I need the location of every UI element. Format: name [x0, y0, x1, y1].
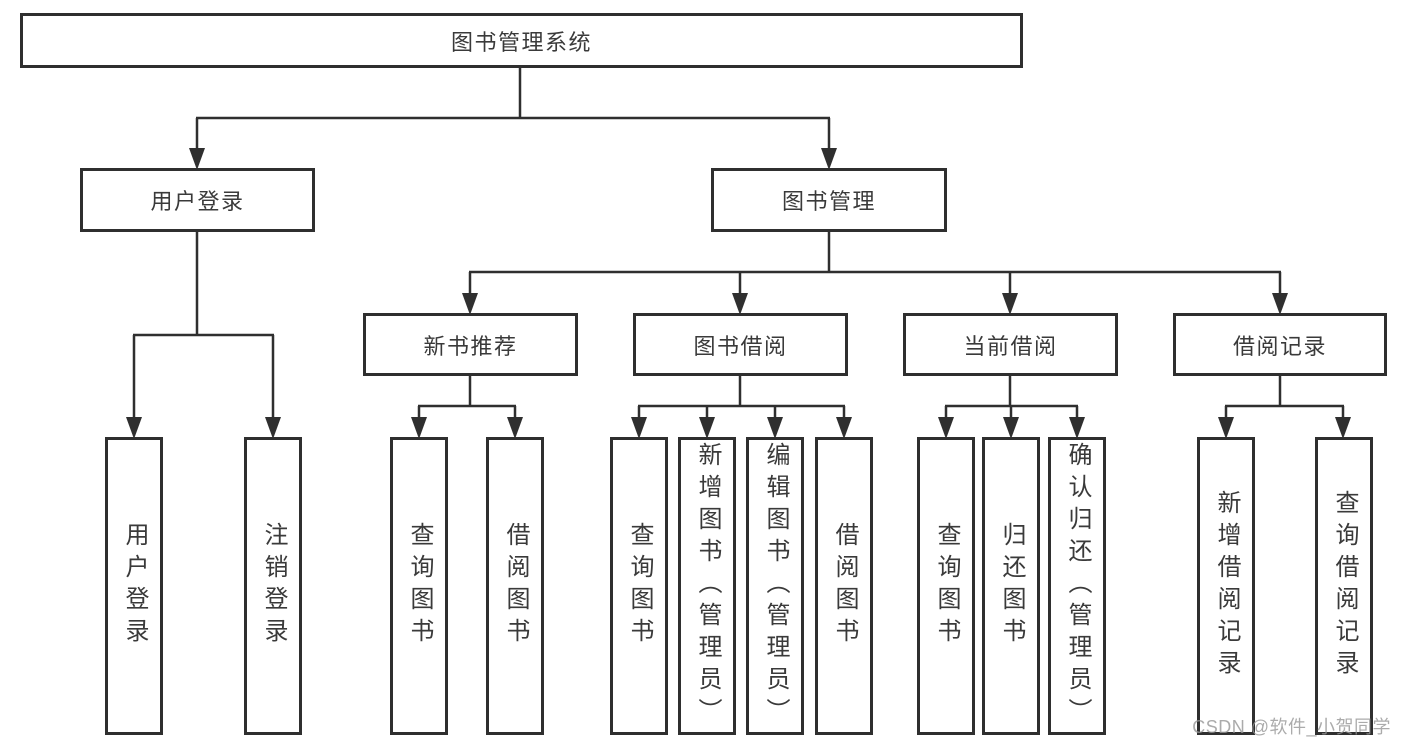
node-label: 用户登录	[150, 189, 245, 214]
node-library-management-system: 图书管理系统	[20, 13, 1023, 68]
leaf-label: 查询借阅记录	[1331, 490, 1358, 682]
leaf-query-borrow-record: 查询借阅记录	[1315, 437, 1373, 735]
node-book-management: 图书管理	[711, 168, 947, 232]
leaf-label: 新增图书（管理员）	[694, 442, 721, 730]
node-label: 图书管理	[781, 189, 876, 214]
leaf-logout: 注销登录	[244, 437, 302, 735]
node-label: 新书推荐	[423, 333, 518, 359]
leaf-query-book-borrowing: 查询图书	[610, 437, 668, 735]
node-label: 图书管理系统	[450, 29, 592, 55]
node-book-borrowing: 图书借阅	[633, 313, 848, 376]
leaf-label: 借阅图书	[502, 522, 529, 650]
node-new-book-recommend: 新书推荐	[363, 313, 578, 376]
leaf-label: 确认归还（管理员）	[1064, 442, 1091, 730]
leaf-label: 归还图书	[998, 522, 1025, 650]
leaf-label: 查询图书	[406, 522, 433, 650]
node-user-login: 用户登录	[80, 168, 315, 232]
leaf-add-borrow-record: 新增借阅记录	[1197, 437, 1255, 735]
csdn-watermark: CSDN @软件_小贺同学	[1192, 717, 1391, 737]
leaf-label: 编辑图书（管理员）	[762, 442, 789, 730]
node-label: 借阅记录	[1232, 333, 1327, 359]
leaf-label: 借阅图书	[831, 522, 858, 650]
leaf-user-login: 用户登录	[105, 437, 163, 735]
node-label: 当前借阅	[963, 333, 1058, 359]
leaf-borrow-book-recommend: 借阅图书	[486, 437, 544, 735]
node-borrowing-records: 借阅记录	[1173, 313, 1387, 376]
leaf-label: 查询图书	[626, 522, 653, 650]
node-current-borrowing: 当前借阅	[903, 313, 1118, 376]
leaf-query-book-current: 查询图书	[917, 437, 975, 735]
leaf-label: 新增借阅记录	[1213, 490, 1240, 682]
node-label: 图书借阅	[693, 333, 788, 359]
leaf-label: 用户登录	[121, 522, 148, 650]
leaf-label: 查询图书	[933, 522, 960, 650]
leaf-confirm-return-admin: 确认归还（管理员）	[1048, 437, 1106, 735]
leaf-return-book: 归还图书	[982, 437, 1040, 735]
leaf-edit-book-admin: 编辑图书（管理员）	[746, 437, 804, 735]
leaf-label: 注销登录	[260, 522, 287, 650]
leaf-query-book-recommend: 查询图书	[390, 437, 448, 735]
leaf-borrow-book-borrowing: 借阅图书	[815, 437, 873, 735]
leaf-add-book-admin: 新增图书（管理员）	[678, 437, 736, 735]
